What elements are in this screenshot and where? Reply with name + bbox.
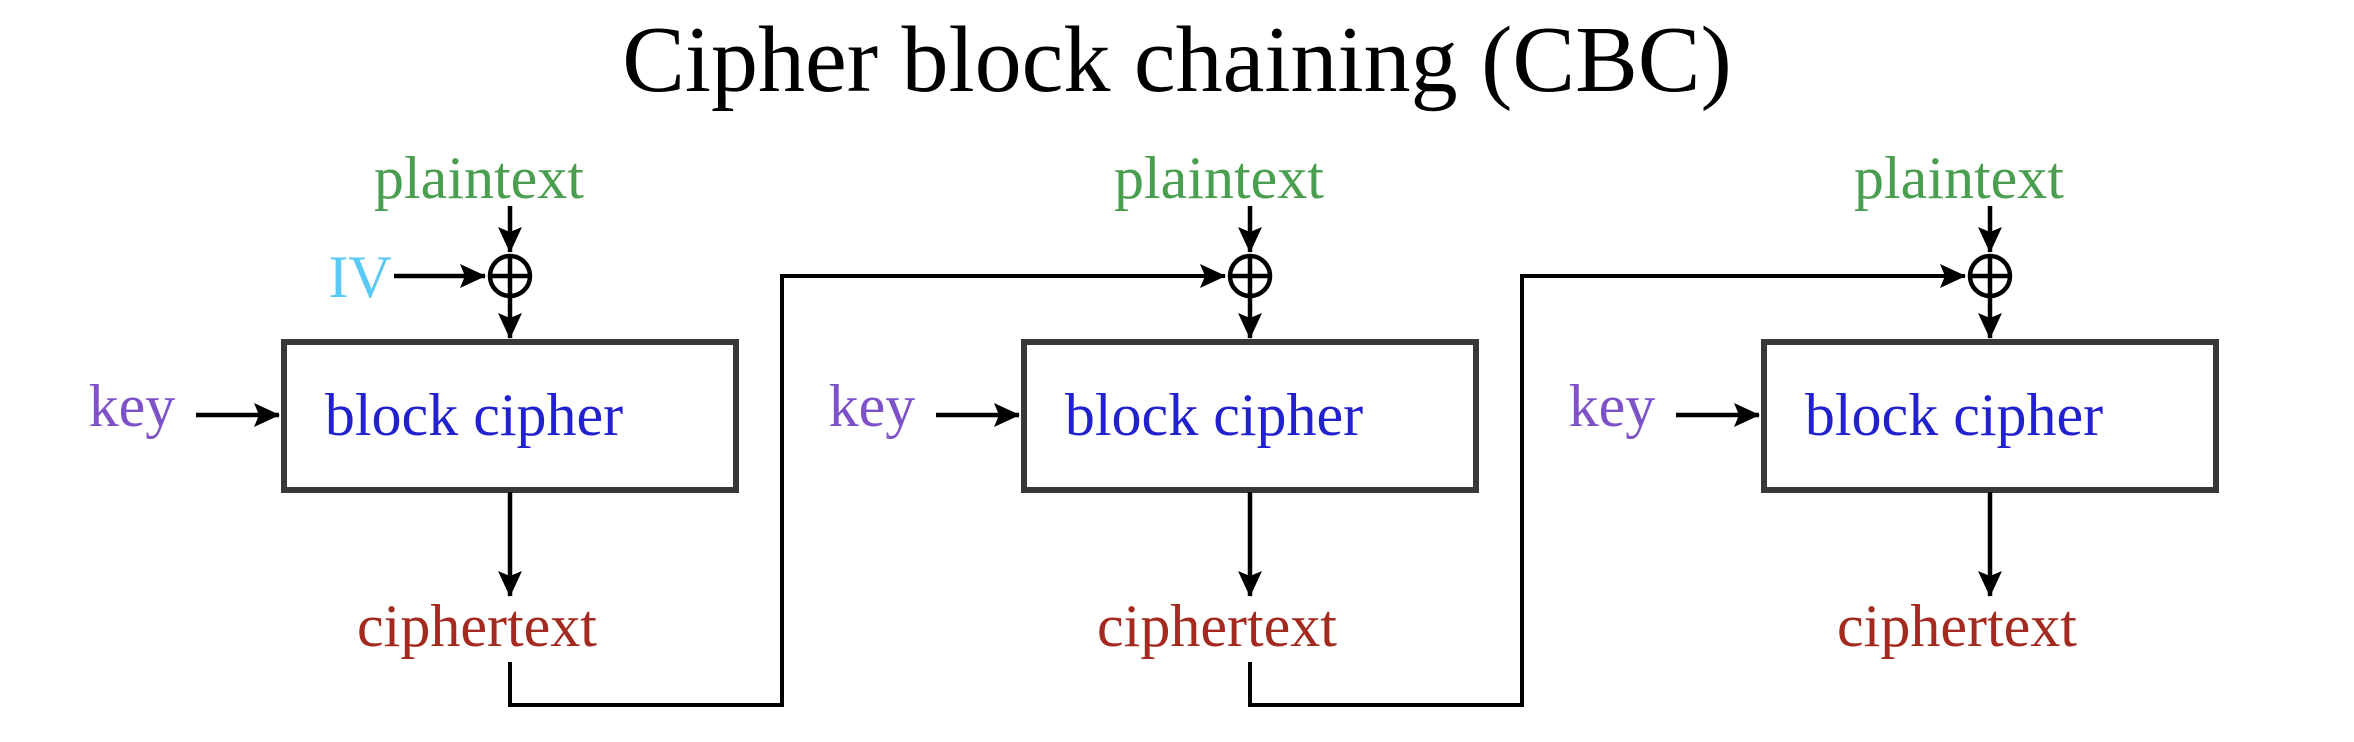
cbc-block-2: plaintext block cipher key ciphertext: [829, 145, 1479, 659]
block-cipher-box: [1761, 339, 2219, 493]
cbc-block-1: plaintext IV block cipher key ciphertext: [89, 145, 739, 659]
block-cipher-label: block cipher: [325, 382, 623, 448]
ciphertext-label: ciphertext: [1097, 593, 1337, 659]
plaintext-label: plaintext: [1854, 145, 2064, 211]
diagram-title: Cipher block chaining (CBC): [622, 8, 1732, 112]
ciphertext-label: ciphertext: [1837, 593, 2077, 659]
block-cipher-label: block cipher: [1805, 382, 2103, 448]
plaintext-label: plaintext: [374, 145, 584, 211]
ciphertext-label: ciphertext: [357, 593, 597, 659]
block-cipher-box: [281, 339, 739, 493]
cbc-block-3: plaintext block cipher key ciphertext: [1569, 145, 2219, 659]
plaintext-label: plaintext: [1114, 145, 1324, 211]
key-label: key: [1569, 373, 1656, 439]
chain-line-2: [1248, 264, 1966, 707]
xor-icon: [487, 253, 533, 299]
key-label: key: [89, 373, 176, 439]
block-cipher-box: [1021, 339, 1479, 493]
block-cipher-label: block cipher: [1065, 382, 1363, 448]
key-label: key: [829, 373, 916, 439]
xor-icon: [1967, 253, 2013, 299]
chain-line-1: [508, 264, 1226, 707]
iv-label: IV: [328, 244, 391, 310]
xor-icon: [1227, 253, 1273, 299]
